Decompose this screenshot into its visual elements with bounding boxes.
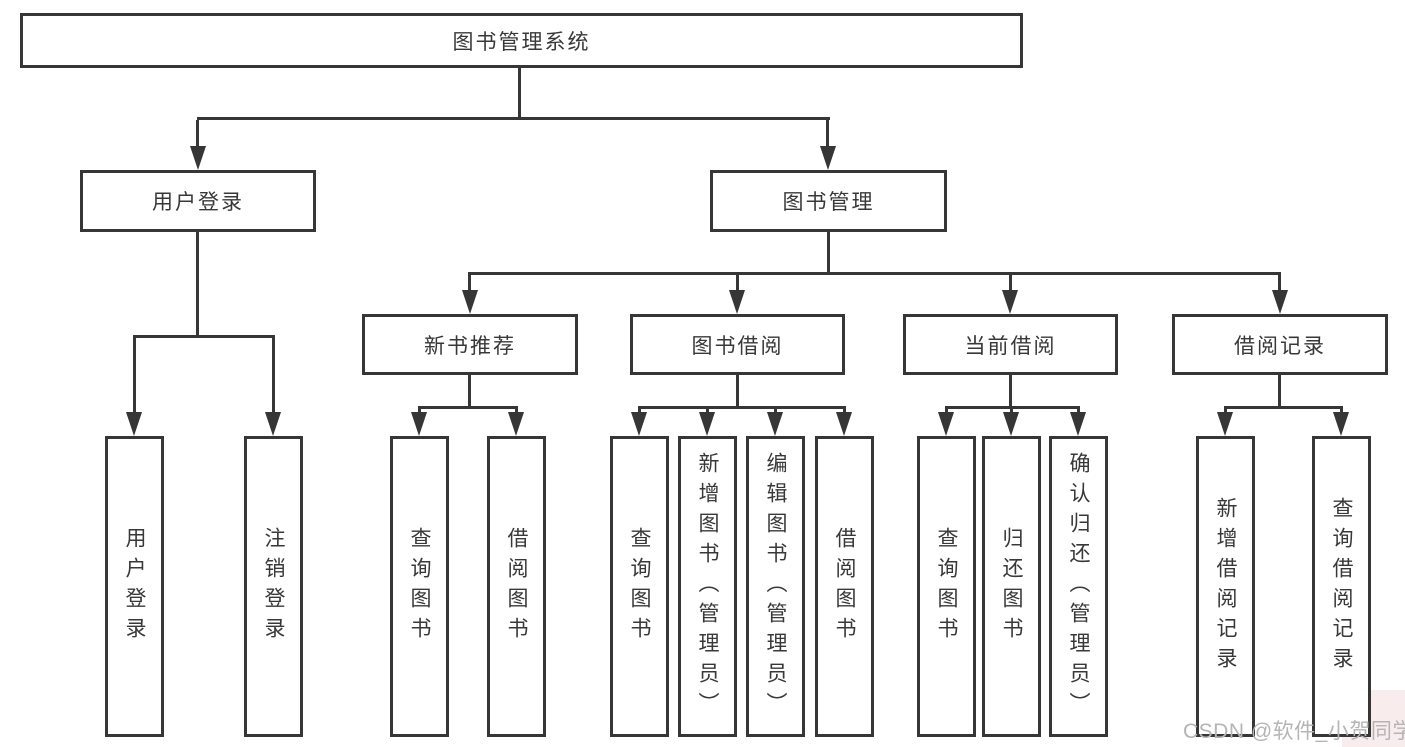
connector-arrow-down-icon xyxy=(126,412,142,436)
node-library-management-system: 图书管理系统 xyxy=(20,13,1023,68)
connector-line xyxy=(418,406,421,416)
node-label: 借阅图书 xyxy=(505,526,528,647)
connector-line xyxy=(468,272,471,294)
connector-line xyxy=(272,335,275,414)
node-borrow-records: 借阅记录 xyxy=(1172,314,1388,375)
connector-line xyxy=(468,272,1281,275)
connector-line xyxy=(638,406,846,409)
connector-line xyxy=(196,120,199,148)
node-label: 用户登录 xyxy=(152,191,244,214)
node-current-borrow: 当前借阅 xyxy=(903,314,1118,375)
connector-line xyxy=(827,232,830,275)
connector-line xyxy=(1010,406,1013,416)
node-label: 借阅图书 xyxy=(833,526,856,647)
connector-line xyxy=(1077,406,1080,416)
connector-line xyxy=(515,406,518,416)
connector-line xyxy=(774,406,777,416)
connector-line xyxy=(945,406,948,416)
connector-arrow-down-icon xyxy=(938,412,954,436)
node-label: 查询图书 xyxy=(408,526,431,647)
connector-arrow-down-icon xyxy=(699,412,715,436)
connector-line xyxy=(1278,272,1281,294)
connector-line xyxy=(1224,406,1343,409)
node-book-borrow: 图书借阅 xyxy=(630,314,845,375)
connector-arrow-down-icon xyxy=(1003,412,1019,436)
leaf-user-login: 用户登录 xyxy=(105,436,164,737)
connector-arrow-down-icon xyxy=(1217,412,1233,436)
connector-line xyxy=(736,272,739,294)
leaf-query-books-borrow: 查询图书 xyxy=(610,436,669,737)
connector-line xyxy=(196,232,199,338)
connector-arrow-down-icon xyxy=(265,412,281,436)
connector-arrow-down-icon xyxy=(1002,290,1018,314)
connector-arrow-down-icon xyxy=(1070,412,1086,436)
connector-arrow-down-icon xyxy=(508,412,524,436)
connector-line xyxy=(736,375,739,409)
node-new-book-recommend: 新书推荐 xyxy=(362,314,578,375)
connector-line xyxy=(1009,272,1012,294)
connector-line xyxy=(418,406,518,409)
leaf-add-books-admin: 新增图书（管理员） xyxy=(678,436,737,737)
connector-arrow-down-icon xyxy=(190,146,206,170)
node-label: 当前借阅 xyxy=(964,334,1057,358)
node-label: 归还图书 xyxy=(1000,526,1023,647)
node-label: 查询借阅记录 xyxy=(1330,496,1353,677)
connector-arrow-down-icon xyxy=(462,290,478,314)
connector-arrow-down-icon xyxy=(1333,412,1349,436)
connector-line xyxy=(1009,375,1012,409)
connector-line xyxy=(197,117,830,120)
node-label: 图书管理系统 xyxy=(452,30,591,54)
leaf-borrow-books: 借阅图书 xyxy=(815,436,874,737)
node-book-management: 图书管理 xyxy=(710,170,947,232)
node-label: 确认归还（管理员） xyxy=(1067,451,1090,722)
leaf-query-books-recommend: 查询图书 xyxy=(390,436,449,737)
connector-arrow-down-icon xyxy=(767,412,783,436)
watermark: CSDN @软件_小贺同学 xyxy=(1183,720,1405,743)
connector-arrow-down-icon xyxy=(836,412,852,436)
connector-arrow-down-icon xyxy=(631,412,647,436)
node-label: 新增图书（管理员） xyxy=(696,451,719,722)
connector-line xyxy=(133,335,136,414)
leaf-borrow-books-recommend: 借阅图书 xyxy=(487,436,546,737)
connector-arrow-down-icon xyxy=(411,412,427,436)
connector-line xyxy=(468,375,471,409)
node-user-login: 用户登录 xyxy=(80,170,316,232)
leaf-edit-books-admin: 编辑图书（管理员） xyxy=(746,436,805,737)
node-label: 图书借阅 xyxy=(691,334,784,358)
node-label: 新书推荐 xyxy=(424,334,516,358)
leaf-logout: 注销登录 xyxy=(244,436,303,737)
connector-line xyxy=(1340,406,1343,416)
node-label: 查询图书 xyxy=(935,526,958,647)
node-label: 借阅记录 xyxy=(1234,334,1326,358)
connector-arrow-down-icon xyxy=(820,146,836,170)
leaf-query-books-current: 查询图书 xyxy=(917,436,976,737)
node-label: 查询图书 xyxy=(628,526,651,647)
leaf-query-borrow-record: 查询借阅记录 xyxy=(1312,436,1371,737)
node-label: 注销登录 xyxy=(262,526,285,647)
node-label: 编辑图书（管理员） xyxy=(764,451,787,722)
connector-line xyxy=(843,406,846,416)
leaf-confirm-return-admin: 确认归还（管理员） xyxy=(1049,436,1108,737)
connector-line xyxy=(133,335,275,338)
node-label: 用户登录 xyxy=(123,526,146,647)
connector-arrow-down-icon xyxy=(729,290,745,314)
connector-arrow-down-icon xyxy=(1272,290,1288,314)
leaf-return-books: 归还图书 xyxy=(982,436,1041,737)
connector-line xyxy=(638,406,641,416)
connector-line xyxy=(706,406,709,416)
node-label: 新增借阅记录 xyxy=(1214,496,1237,677)
connector-line xyxy=(826,120,829,148)
connector-line xyxy=(518,67,521,120)
connector-line xyxy=(1224,406,1227,416)
connector-line xyxy=(1278,375,1281,409)
leaf-add-borrow-record: 新增借阅记录 xyxy=(1196,436,1255,737)
node-label: 图书管理 xyxy=(782,191,875,214)
